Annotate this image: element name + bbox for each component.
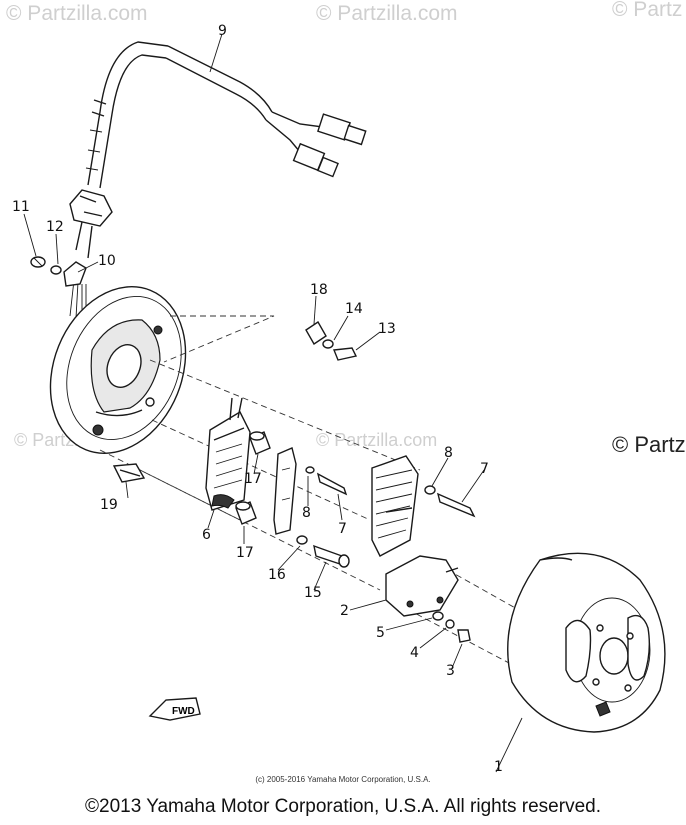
callout-13: 13 bbox=[378, 321, 396, 337]
clamp-washer-screw bbox=[305, 321, 358, 361]
callout-4: 4 bbox=[410, 645, 419, 661]
callout-7-center: 7 bbox=[338, 521, 347, 537]
leader-lines bbox=[23, 33, 523, 773]
spacer-17 bbox=[235, 431, 271, 525]
watermark-mid-right: © Partz bbox=[612, 432, 686, 457]
callout-10: 10 bbox=[98, 253, 116, 269]
callout-16: 16 bbox=[268, 567, 286, 583]
copyright-notice: ©2013 Yamaha Motor Corporation, U.S.A. A… bbox=[85, 796, 601, 817]
flywheel-rotor bbox=[507, 552, 666, 733]
callout-17-lower: 17 bbox=[236, 545, 254, 561]
bolt-washer-right bbox=[424, 485, 476, 518]
callout-3: 3 bbox=[446, 663, 455, 679]
wire-harness bbox=[69, 41, 367, 320]
callout-9: 9 bbox=[218, 23, 227, 39]
fwd-arrow: FWD bbox=[148, 697, 201, 721]
pulser-base bbox=[385, 555, 459, 617]
watermark-top-left: © Partzilla.com bbox=[6, 2, 148, 25]
callout-8-right: 8 bbox=[444, 445, 453, 461]
credit-line: (c) 2005-2016 Yamaha Motor Corporation, … bbox=[255, 775, 431, 784]
watermark-mid-center: © Partzilla.com bbox=[316, 430, 438, 450]
lighting-coil bbox=[205, 397, 251, 511]
callout-19: 19 bbox=[100, 497, 118, 513]
washer-nut-stack bbox=[432, 611, 471, 643]
stator-base-plate bbox=[49, 286, 187, 454]
fwd-label: FWD bbox=[172, 706, 195, 717]
callout-12: 12 bbox=[46, 219, 64, 235]
source-coil bbox=[371, 455, 419, 557]
watermark-top-center: © Partzilla.com bbox=[316, 2, 458, 25]
callout-8-center: 8 bbox=[302, 505, 311, 521]
callout-14: 14 bbox=[345, 301, 363, 317]
callout-7-right: 7 bbox=[480, 461, 489, 477]
watermark-top-right: © Partz bbox=[612, 0, 683, 21]
screw-19 bbox=[112, 463, 146, 483]
washer-bolt-lower bbox=[296, 535, 350, 568]
callout-2: 2 bbox=[340, 603, 349, 619]
screw-washer-clamp bbox=[30, 256, 87, 287]
callout-11: 11 bbox=[12, 199, 30, 215]
callout-17-upper: 17 bbox=[244, 471, 262, 487]
callout-1: 1 bbox=[494, 759, 503, 775]
bolt-washer-center bbox=[305, 466, 348, 496]
callout-5: 5 bbox=[376, 625, 385, 641]
callout-6: 6 bbox=[202, 527, 211, 543]
callout-15: 15 bbox=[304, 585, 322, 601]
core-plate bbox=[273, 447, 297, 535]
callout-18: 18 bbox=[310, 282, 328, 298]
